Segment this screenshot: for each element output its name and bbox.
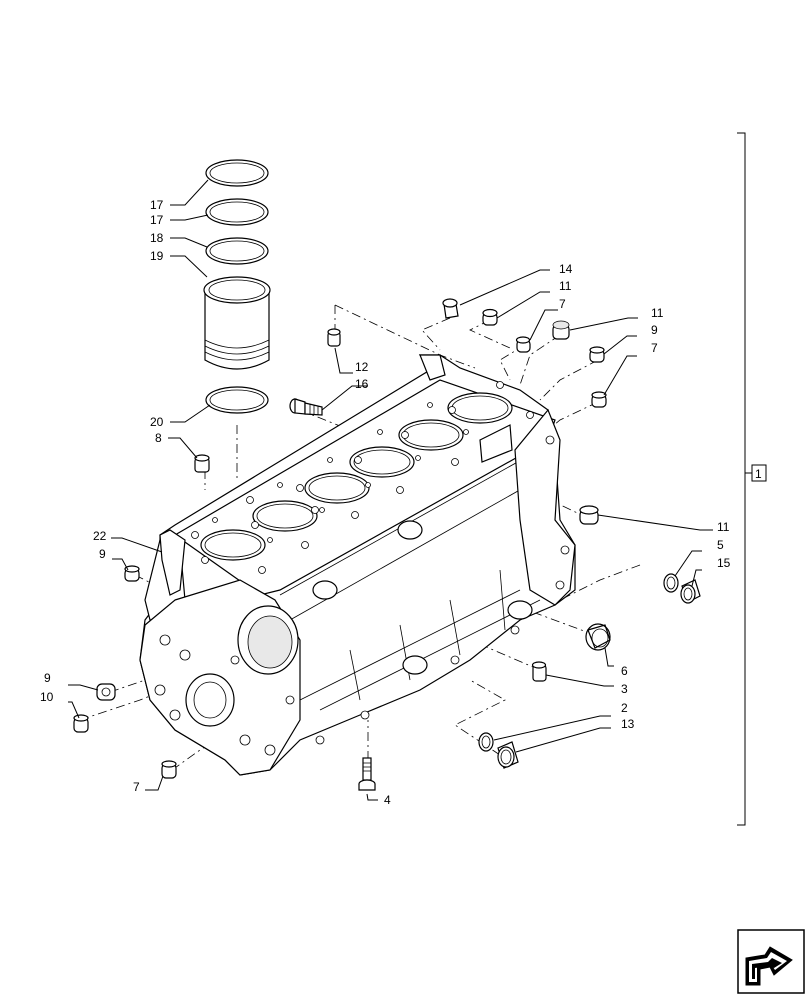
o-ring-18 (205, 237, 269, 265)
assembly-callout-label: 1 (755, 467, 762, 481)
callout-11b: 11 (651, 306, 664, 320)
washer-5 (663, 573, 679, 593)
callout-labels: 17 17 18 19 20 8 12 16 14 11 7 11 9 7 11… (40, 198, 731, 807)
side-port-a (312, 580, 338, 600)
washer-2 (478, 732, 494, 752)
plug-13 (497, 741, 519, 769)
assembly-bracket: 1 (737, 132, 767, 826)
side-port-e (507, 600, 533, 620)
assembly-callout-box (751, 464, 767, 482)
callout-9c: 9 (44, 671, 51, 685)
bracket-22 (159, 529, 186, 596)
plug-10 (73, 714, 89, 733)
bore-3 (304, 472, 370, 504)
callout-12: 12 (355, 360, 369, 374)
callout-19: 19 (150, 249, 164, 263)
callout-14: 14 (559, 262, 573, 276)
cup-plug-6 (585, 623, 611, 651)
plug-14 (442, 298, 459, 319)
plug-11a (482, 308, 498, 326)
callout-8: 8 (155, 431, 162, 445)
plug-11c (579, 505, 599, 525)
callout-11a: 11 (559, 279, 572, 293)
callout-16: 16 (355, 377, 369, 391)
callout-18: 18 (150, 231, 164, 245)
callout-17a: 17 (150, 198, 164, 212)
next-page-arrow-icon[interactable] (737, 929, 805, 994)
bore-5 (398, 419, 464, 451)
o-ring-17b (205, 198, 269, 226)
callout-5: 5 (717, 538, 724, 552)
plug-9b (124, 565, 140, 582)
callout-17b: 17 (150, 213, 164, 227)
bore-1 (200, 529, 266, 561)
dowel-12 (327, 328, 341, 347)
callout-7c: 7 (133, 780, 140, 794)
o-ring-20 (205, 386, 269, 414)
leader-lines (68, 179, 713, 801)
callout-2: 2 (621, 701, 628, 715)
plug-7b (591, 391, 607, 408)
plug-9c (96, 683, 116, 701)
bolt-4 (358, 757, 376, 791)
bore-4 (349, 446, 415, 478)
plug-7a (515, 336, 531, 353)
callout-3: 3 (621, 682, 628, 696)
bore-6 (447, 392, 513, 424)
callout-20: 20 (150, 415, 164, 429)
cylinder-liner-19 (203, 276, 271, 370)
front-lower-bore (185, 673, 235, 727)
callout-9a: 9 (651, 323, 658, 337)
callout-4: 4 (384, 793, 391, 807)
bolt-16 (289, 398, 323, 416)
callout-11c: 11 (717, 520, 730, 534)
small-parts (73, 298, 701, 791)
liner-stack (203, 159, 271, 414)
dowel-8 (194, 454, 210, 473)
side-port-b (397, 520, 423, 540)
callout-9b: 9 (99, 547, 106, 561)
callout-15: 15 (717, 556, 731, 570)
callout-7b: 7 (651, 341, 658, 355)
plug-9a (589, 346, 605, 363)
engine-block (139, 354, 576, 776)
callout-13: 13 (621, 717, 635, 731)
callout-6: 6 (621, 664, 628, 678)
callout-22: 22 (93, 529, 107, 543)
plug-11b (552, 320, 570, 340)
plug-15 (680, 579, 701, 604)
plug-7c (161, 760, 177, 779)
callout-7a: 7 (559, 297, 566, 311)
side-port-d (402, 655, 428, 675)
o-ring-17a (205, 159, 269, 187)
callout-10: 10 (40, 690, 54, 704)
dowel-3 (531, 661, 547, 682)
deck-holes (191, 381, 549, 574)
bore-2 (252, 500, 318, 532)
